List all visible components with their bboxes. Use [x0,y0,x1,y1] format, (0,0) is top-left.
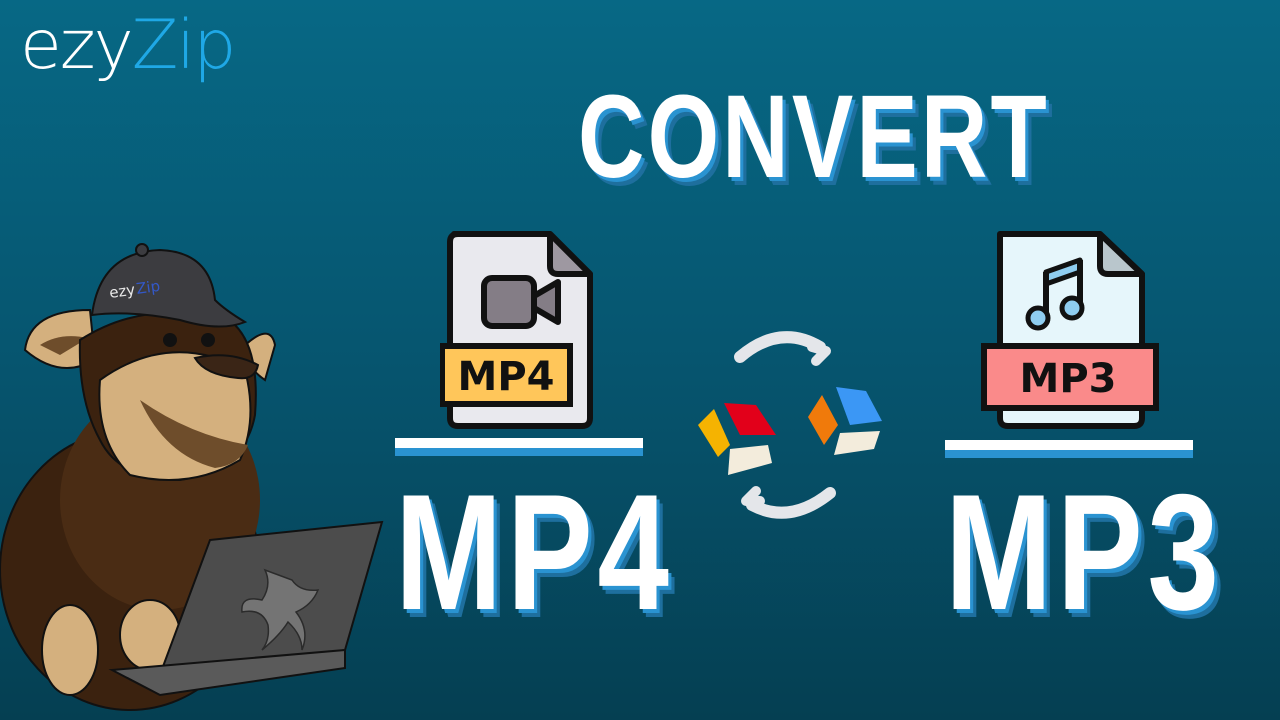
headline-title: CONVERT [578,71,1050,203]
divider-left [395,438,643,456]
monkey-mascot-laptop: ezy Zip [0,243,384,711]
audio-file-icon: MP3 [981,231,1159,429]
video-file-icon: MP4 [440,231,593,429]
source-format-label: MP4 [395,460,674,644]
cap-logo-ezy: ezy [108,281,136,302]
logo-text-ezy: ezy [20,6,134,85]
cap-logo-zip: Zip [135,277,161,298]
convert-arrows-icon [698,331,882,519]
logo-text-zip: Zip [131,6,237,85]
file-label-mp3: MP3 [1020,356,1117,402]
ezyzip-logo: ezyZip [20,12,236,80]
cube-left-icon [698,403,776,475]
divider-right [945,440,1193,458]
file-label-mp4: MP4 [458,354,555,400]
cube-right-icon [808,387,882,455]
target-format-label: MP3 [945,460,1224,644]
